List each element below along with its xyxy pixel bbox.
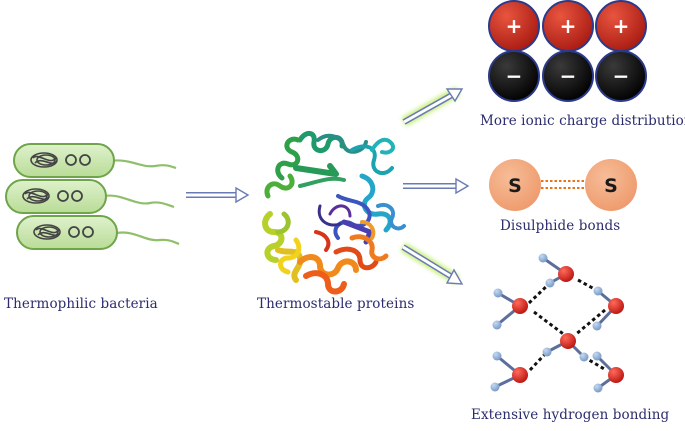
arrow-to-disulphide	[403, 177, 470, 195]
hydrogen-atom-icon	[492, 351, 502, 361]
nucleoid-icon	[33, 224, 61, 240]
bacterium-cell	[16, 215, 118, 250]
sulfur-symbol: S	[604, 175, 618, 197]
bacterium-cell	[13, 143, 115, 178]
plasmid-icon	[82, 226, 94, 238]
hydrogen-atom-icon	[579, 352, 589, 362]
oxygen-atom-icon	[512, 367, 528, 383]
plus-symbol: +	[613, 14, 630, 38]
oxygen-atom-icon	[608, 367, 624, 383]
minus-symbol: −	[613, 64, 630, 88]
plasmid-icon	[79, 154, 91, 166]
oxygen-atom-icon	[560, 333, 576, 349]
bacterium-cell	[5, 179, 107, 214]
plasmid-icon	[65, 154, 77, 166]
oxygen-atom-icon	[608, 298, 624, 314]
hydrogen-atom-icon	[538, 253, 548, 263]
flagellum	[103, 194, 175, 209]
hydrogen-atom-icon	[542, 347, 552, 357]
negative-charge-icon	[488, 50, 540, 102]
nucleoid-icon	[22, 188, 50, 204]
hydrogen-atom-icon	[493, 288, 503, 298]
plus-symbol: +	[506, 14, 523, 38]
hydrogen-atom-icon	[592, 351, 602, 361]
negative-charge-icon	[595, 50, 647, 102]
minus-symbol: −	[560, 64, 577, 88]
label-thermophilic-bacteria: Thermophilic bacteria	[4, 296, 158, 312]
hydrogen-bond-network	[490, 253, 624, 393]
negative-charge-icon	[542, 50, 594, 102]
sulfur-symbol: S	[508, 175, 522, 197]
bacteria-group	[5, 143, 180, 250]
disulphide-bond: S S	[489, 159, 637, 211]
flagellum	[116, 231, 180, 246]
hydrogen-atom-icon	[490, 382, 500, 392]
plasmid-icon	[71, 190, 83, 202]
label-ionic-charge: More ionic charge distribution	[480, 113, 685, 129]
hydrogen-atom-icon	[593, 383, 603, 393]
protein-structure-icon	[262, 131, 406, 295]
sulfur-atom-icon	[585, 159, 637, 211]
flagellum	[109, 159, 177, 170]
arrow-to-hbond	[400, 242, 464, 285]
plasmid-icon	[68, 226, 80, 238]
hydrogen-atom-icon	[545, 278, 555, 288]
plus-symbol: +	[560, 14, 577, 38]
sulfur-atom-icon	[489, 159, 541, 211]
ionic-charges: + + + − − −	[488, 0, 647, 102]
arrow-to-ionic	[401, 86, 464, 127]
hydrogen-atom-icon	[492, 320, 502, 330]
label-hydrogen-bonding: Extensive hydrogen bonding	[471, 407, 670, 423]
plasmid-icon	[57, 190, 69, 202]
minus-symbol: −	[506, 64, 523, 88]
nucleoid-icon	[30, 152, 58, 168]
hydrogen-atom-icon	[592, 321, 602, 331]
arrow-bacteria-to-proteins	[186, 186, 250, 204]
hydrogen-atom-icon	[593, 286, 603, 296]
oxygen-atom-icon	[558, 266, 574, 282]
oxygen-atom-icon	[512, 298, 528, 314]
label-disulphide-bonds: Disulphide bonds	[500, 218, 621, 234]
label-thermostable-proteins: Thermostable proteins	[257, 296, 415, 312]
